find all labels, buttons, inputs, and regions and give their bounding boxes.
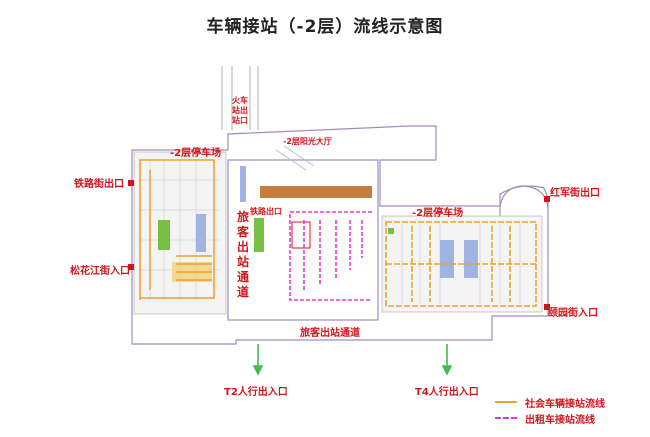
label-parking-left: -2层停车场 bbox=[170, 148, 222, 159]
right-parking-flow bbox=[385, 221, 537, 307]
left-parking-lot bbox=[133, 151, 227, 315]
exit-arrows bbox=[252, 344, 453, 376]
train-tracks bbox=[221, 66, 259, 130]
legend-label: 社会车辆接站流线 bbox=[525, 399, 605, 410]
label-hongjun-exit: 红军街出口 bbox=[550, 188, 600, 199]
label-train-exit: 火车站出站口 bbox=[232, 96, 248, 125]
hongjun-ramp bbox=[499, 185, 549, 209]
label-yingyuan-entrance: 颐园街入口 bbox=[548, 308, 598, 319]
label-railway-exit: 铁路出口 bbox=[250, 207, 282, 216]
legend-swatch-magenta bbox=[495, 417, 517, 419]
passenger-hall bbox=[240, 145, 372, 252]
label-tielu-street-exit: 铁路街出口 bbox=[74, 179, 124, 190]
label-passenger-channel-vertical: 旅客出站通道 bbox=[236, 210, 249, 299]
street-markers bbox=[128, 180, 550, 310]
label-parking-right: -2层停车场 bbox=[412, 208, 464, 219]
label-songhuajiang-entrance: 松花江街入口 bbox=[70, 266, 130, 277]
label-sun-hall: -2层阳光大厅 bbox=[283, 137, 332, 146]
taxi-flow bbox=[289, 211, 372, 301]
diagram-title: 车辆接站（-2层）流线示意图 bbox=[206, 17, 444, 37]
label-t4-entrance: T4人行出入口 bbox=[415, 387, 479, 398]
label-passenger-channel-horizontal: 旅客出站通道 bbox=[300, 328, 360, 339]
legend-swatch-orange bbox=[495, 401, 517, 403]
legend-label: 出租车接站流线 bbox=[525, 415, 595, 426]
label-t2-entrance: T2人行出入口 bbox=[224, 387, 288, 398]
left-parking-flow bbox=[139, 159, 215, 300]
